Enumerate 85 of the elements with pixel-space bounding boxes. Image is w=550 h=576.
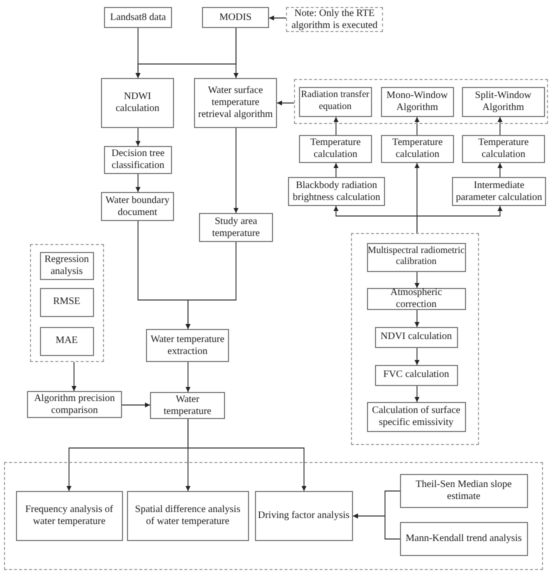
arrow xyxy=(188,418,306,492)
process-box xyxy=(381,135,454,163)
arrow xyxy=(414,386,420,402)
process-box xyxy=(400,522,528,556)
process-box xyxy=(374,326,458,348)
arrow xyxy=(414,272,420,288)
process-box xyxy=(150,392,225,419)
box-label: Radiation transfer equation xyxy=(300,90,370,114)
box-label: NDWI calculation xyxy=(114,91,160,115)
box-label: Mono-Window Algorithm xyxy=(386,90,449,114)
process-box xyxy=(199,213,273,242)
box-label: FVC calculation xyxy=(383,369,450,382)
box-label: Decision tree classification xyxy=(110,148,166,172)
process-box xyxy=(40,288,94,317)
arrow xyxy=(122,402,150,408)
arrow xyxy=(268,16,286,20)
box-label: Temperature calculation xyxy=(477,137,530,161)
process-box xyxy=(146,329,229,362)
box-label: Blackbody radiation brightness calculation xyxy=(292,180,382,204)
box-label: Water boundary document xyxy=(105,194,170,218)
process-box xyxy=(366,288,466,310)
process-box xyxy=(374,364,458,386)
process-box xyxy=(299,135,372,163)
box-label: Split-Window Algorithm xyxy=(474,90,532,114)
process-box xyxy=(16,490,123,541)
box-label: Water temperature extraction xyxy=(150,334,225,358)
dashed-group-frame xyxy=(294,79,548,124)
arrow xyxy=(498,116,502,136)
box-label: Mann-Kendall trend analysis xyxy=(406,532,522,545)
box-label: Frequency analysis of water temperature xyxy=(24,504,114,528)
arrow xyxy=(234,128,238,214)
arrow xyxy=(276,100,294,106)
process-box xyxy=(462,135,545,163)
dashed-group-frame xyxy=(30,244,104,362)
arrow xyxy=(186,242,236,330)
process-box xyxy=(40,252,94,280)
arrow xyxy=(136,174,140,192)
box-label: Intermediate parameter calculation xyxy=(454,180,544,204)
process-box xyxy=(101,78,174,128)
process-box xyxy=(254,490,353,541)
box-label: MAE xyxy=(56,335,78,348)
process-box xyxy=(400,474,528,508)
box-label: MODIS xyxy=(219,12,252,24)
box-label: Study area temperature xyxy=(211,216,261,240)
box-label: Temperature calculation xyxy=(309,137,362,161)
process-box xyxy=(202,7,269,28)
box-label: Temperature calculation xyxy=(391,137,444,161)
process-box xyxy=(101,192,174,221)
arrow xyxy=(72,362,76,392)
arrow xyxy=(416,206,502,234)
process-box xyxy=(366,402,466,432)
arrow xyxy=(352,514,400,540)
box-label: Atmospheric correction xyxy=(389,286,444,311)
dashed-group-frame xyxy=(351,233,479,445)
box-label: Multispectral radiometric calibration xyxy=(368,246,465,269)
arrow xyxy=(414,116,420,136)
box-label: Water temperature xyxy=(162,394,212,418)
process-box xyxy=(104,146,172,174)
box-label: Calculation of surface specific emissivity xyxy=(371,404,462,429)
arrow xyxy=(334,162,338,178)
arrow xyxy=(136,128,140,146)
box-label: Regression analysis xyxy=(43,254,90,278)
arrow xyxy=(186,362,190,392)
dashed-group-frame xyxy=(4,462,543,570)
box-label: Theil-Sen Median slope estimate xyxy=(414,478,513,503)
arrow xyxy=(414,348,420,366)
process-box xyxy=(462,86,545,117)
box-label: Water surface temperature retrieval algorithm xyxy=(198,85,273,121)
box-label: Driving factor analysis xyxy=(258,510,350,522)
box-label: RMSE xyxy=(53,296,80,308)
arrow xyxy=(498,162,502,178)
arrow xyxy=(234,28,238,78)
arrow xyxy=(414,310,420,328)
process-box xyxy=(27,391,122,418)
arrow xyxy=(334,116,338,136)
process-box xyxy=(126,490,249,541)
process-box xyxy=(380,86,454,117)
box-label: Algorithm precision comparison xyxy=(33,392,116,416)
process-box xyxy=(40,326,94,356)
process-box xyxy=(104,7,172,28)
note-text: Note: Only the RTE algorithm is executed xyxy=(290,8,379,32)
box-label: NDVI calculation xyxy=(380,331,452,344)
box-label: Landsat8 data xyxy=(110,12,166,24)
box-label: Spatial difference analysis of water temperature xyxy=(134,504,241,528)
process-box xyxy=(194,78,277,128)
